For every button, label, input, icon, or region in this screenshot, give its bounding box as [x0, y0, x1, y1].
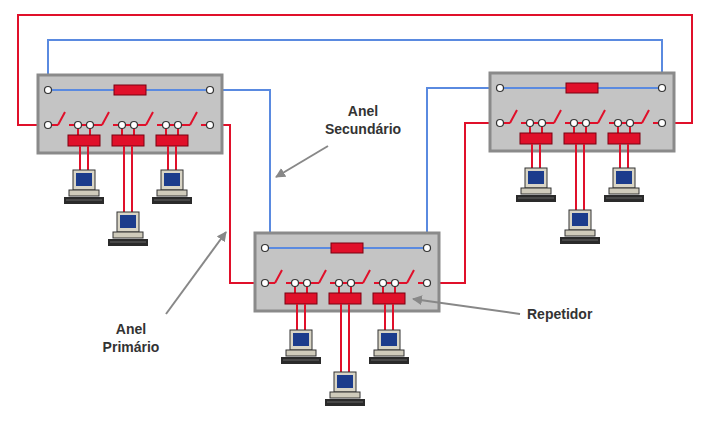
- callout-label: Repetidor: [527, 305, 592, 323]
- callout-label: Anel Secundário: [315, 102, 411, 138]
- callout-label: Anel Primário: [90, 320, 172, 356]
